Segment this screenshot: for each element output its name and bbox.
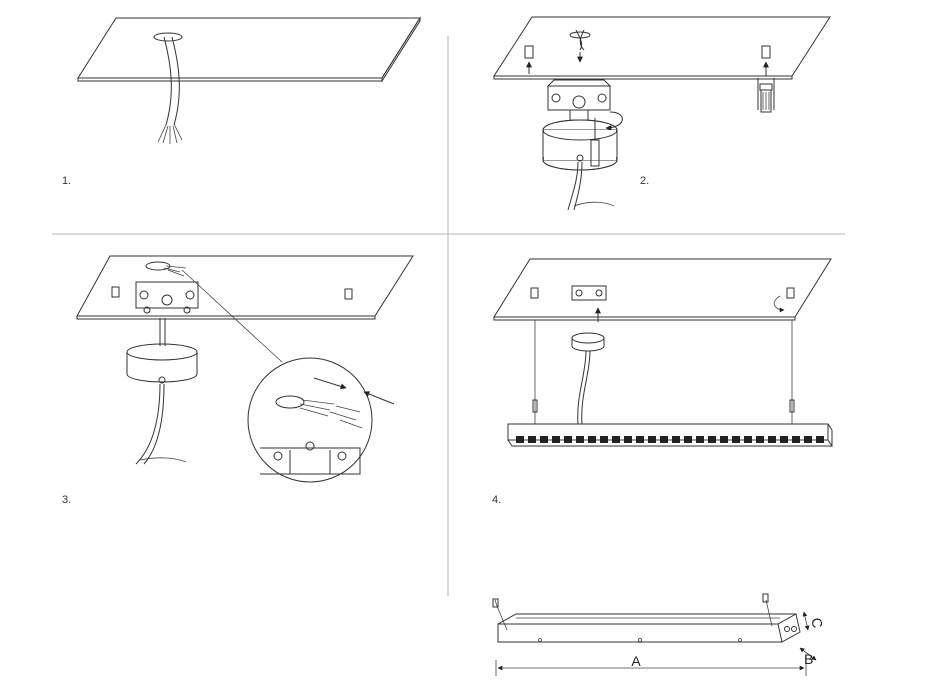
louvre-cell [768, 436, 776, 443]
louvre-cell [744, 436, 752, 443]
panel-separators [52, 36, 845, 596]
louvre-cell [588, 436, 596, 443]
louvre-cell [732, 436, 740, 443]
product-dimensions-drawing: A B C [492, 593, 826, 676]
louvre-cell [792, 436, 800, 443]
louvre-cell [564, 436, 572, 443]
louvre-cell [684, 436, 692, 443]
luminaire-louvres [516, 436, 824, 443]
louvre-cell [648, 436, 656, 443]
louvre-cell [528, 436, 536, 443]
louvre-cell [612, 436, 620, 443]
louvre-cell [756, 436, 764, 443]
louvre-cell [516, 436, 524, 443]
step-1-ceiling-cable [77, 16, 421, 144]
louvre-cell [696, 436, 704, 443]
step-3-number: 3. [62, 494, 72, 506]
louvre-cell [780, 436, 788, 443]
louvre-cell [720, 436, 728, 443]
louvre-cell [624, 436, 632, 443]
louvre-cell [576, 436, 584, 443]
louvre-cell [816, 436, 824, 443]
step-1-number: 1. [62, 175, 72, 187]
louvre-cell [708, 436, 716, 443]
dimension-b-label: B [804, 651, 813, 667]
louvre-cell [540, 436, 548, 443]
louvre-cell [636, 436, 644, 443]
dimension-a-label: A [631, 653, 641, 669]
step-4-hang-luminaire [493, 258, 833, 447]
louvre-cell [804, 436, 812, 443]
dimension-c-label: C [808, 616, 826, 629]
louvre-cell [672, 436, 680, 443]
step-4-number: 4. [492, 494, 502, 506]
step-2-number: 2. [640, 175, 650, 187]
step-2-mount-bracket [493, 16, 831, 211]
step-3-wiring [76, 255, 414, 483]
louvre-cell [552, 436, 560, 443]
louvre-cell [660, 436, 668, 443]
louvre-cell [600, 436, 608, 443]
